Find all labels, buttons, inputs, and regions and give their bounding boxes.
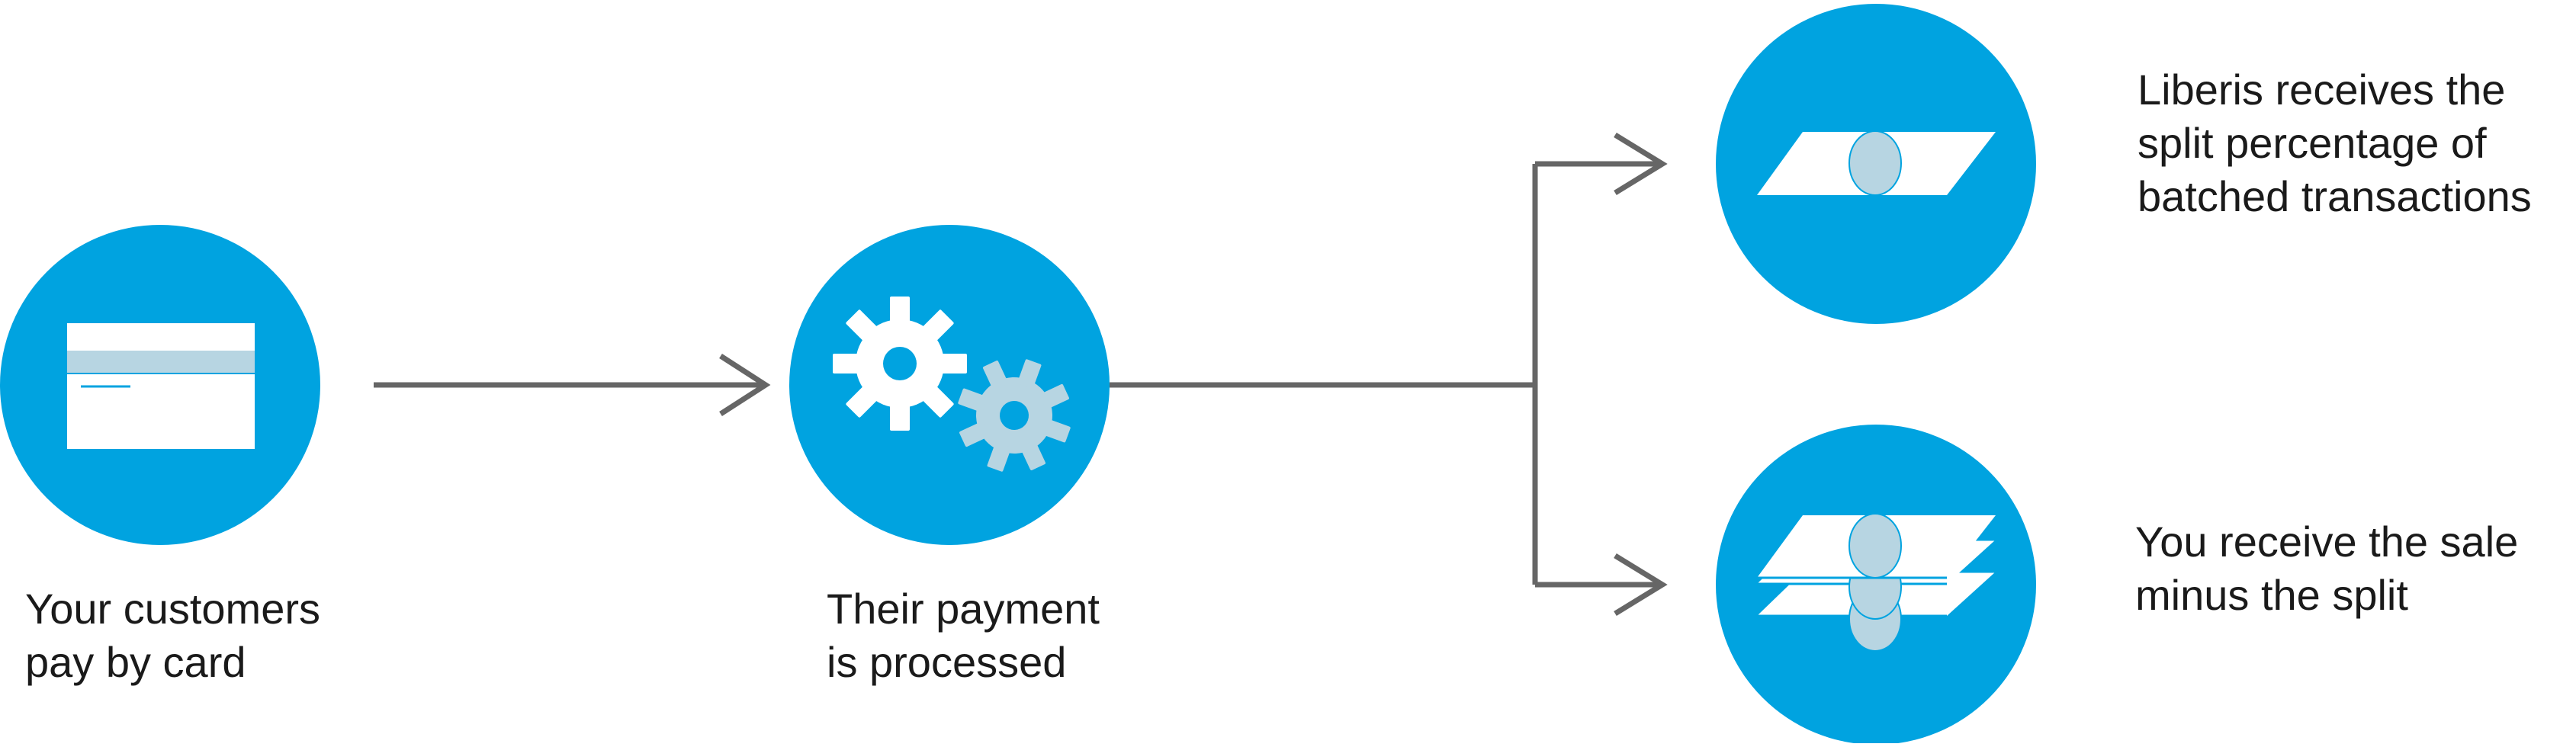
process-step-label-line1: Their payment <box>827 585 1100 633</box>
you-step-label: You receive the sale minus the split <box>2135 515 2518 622</box>
you-step-label-line2: minus the split <box>2135 571 2408 619</box>
arrowhead-liberis-icon <box>1614 133 1668 195</box>
you-step-circle <box>1716 425 2036 745</box>
gears-icon <box>833 297 1071 472</box>
stacked-notes-icon <box>1757 513 1996 652</box>
card-step-label-line1: Your customers <box>25 585 320 633</box>
process-step-circle <box>789 225 1110 545</box>
process-step-label: Their payment is processed <box>827 582 1100 689</box>
liberis-step-label-line2: split percentage of <box>2138 119 2487 167</box>
arrowhead-you-icon <box>1614 553 1668 616</box>
single-note-icon <box>1757 130 1996 196</box>
liberis-step-label: Liberis receives the split percentage of… <box>2138 63 2532 223</box>
process-step-label-line2: is processed <box>827 638 1067 686</box>
card-step-label-line2: pay by card <box>25 638 246 686</box>
card-step-circle <box>0 225 320 545</box>
card-step-label: Your customers pay by card <box>25 582 320 689</box>
arrowhead-process-icon <box>719 354 771 416</box>
liberis-step-label-line1: Liberis receives the <box>2138 66 2506 114</box>
you-step-label-line1: You receive the sale <box>2135 518 2519 566</box>
credit-card-icon <box>67 323 255 449</box>
liberis-step-circle <box>1716 4 2036 324</box>
liberis-step-label-line3: batched transactions <box>2138 172 2532 220</box>
